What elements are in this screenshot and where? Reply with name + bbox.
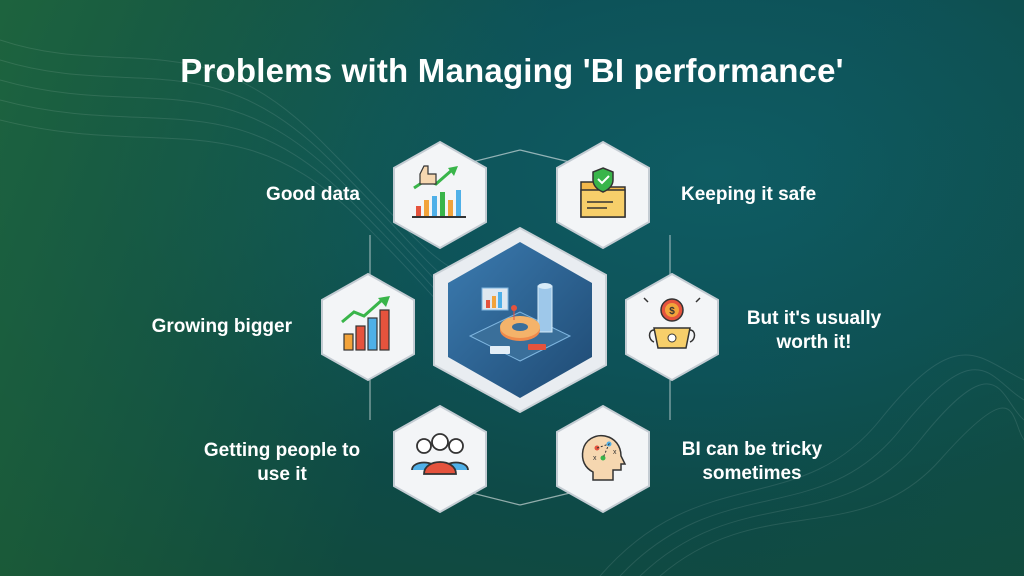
secure-folder-icon	[580, 167, 626, 218]
label-worth-it: But it's usually worth it!	[730, 307, 898, 355]
isometric-bi-dashboard-icon	[468, 283, 572, 362]
label-getting-people: Getting people to use it	[186, 439, 378, 487]
label-good-data: Good data	[266, 184, 360, 205]
hex-growing-bigger	[321, 272, 415, 382]
label-keeping-it-safe: Keeping it safe	[681, 184, 817, 205]
user-group-icon	[411, 433, 469, 475]
hex-getting-people	[393, 404, 487, 514]
svg-text:x: x	[593, 455, 597, 462]
hex-worth-it: $	[625, 272, 719, 382]
label-getting-people-line1: Getting people to	[203, 440, 361, 461]
svg-text:$: $	[669, 306, 675, 317]
hex-good-data	[393, 140, 487, 250]
trophy-cost-gear-icon: $	[643, 297, 701, 349]
label-worth-it-line2: worth it!	[776, 332, 852, 353]
label-bi-tricky-line1: BI can be tricky	[681, 439, 823, 460]
label-bi-tricky-line2: sometimes	[702, 463, 802, 484]
head-strategy-icon: x x	[581, 434, 627, 481]
rising-bar-chart-icon	[341, 296, 390, 351]
svg-text:x: x	[613, 449, 617, 456]
label-worth-it-line1: But it's usually	[746, 308, 882, 329]
diagram-title: Problems with Managing 'BI performance'	[180, 52, 844, 89]
label-bi-tricky: BI can be tricky sometimes	[664, 438, 840, 486]
hex-bi-tricky: x x	[556, 404, 650, 514]
label-growing-bigger: Growing bigger	[151, 316, 292, 337]
center-hexagon	[433, 226, 607, 414]
thumbs-up-growth-chart-icon	[412, 165, 466, 218]
hex-keeping-it-safe	[556, 140, 650, 250]
label-getting-people-line2: use it	[257, 464, 307, 485]
